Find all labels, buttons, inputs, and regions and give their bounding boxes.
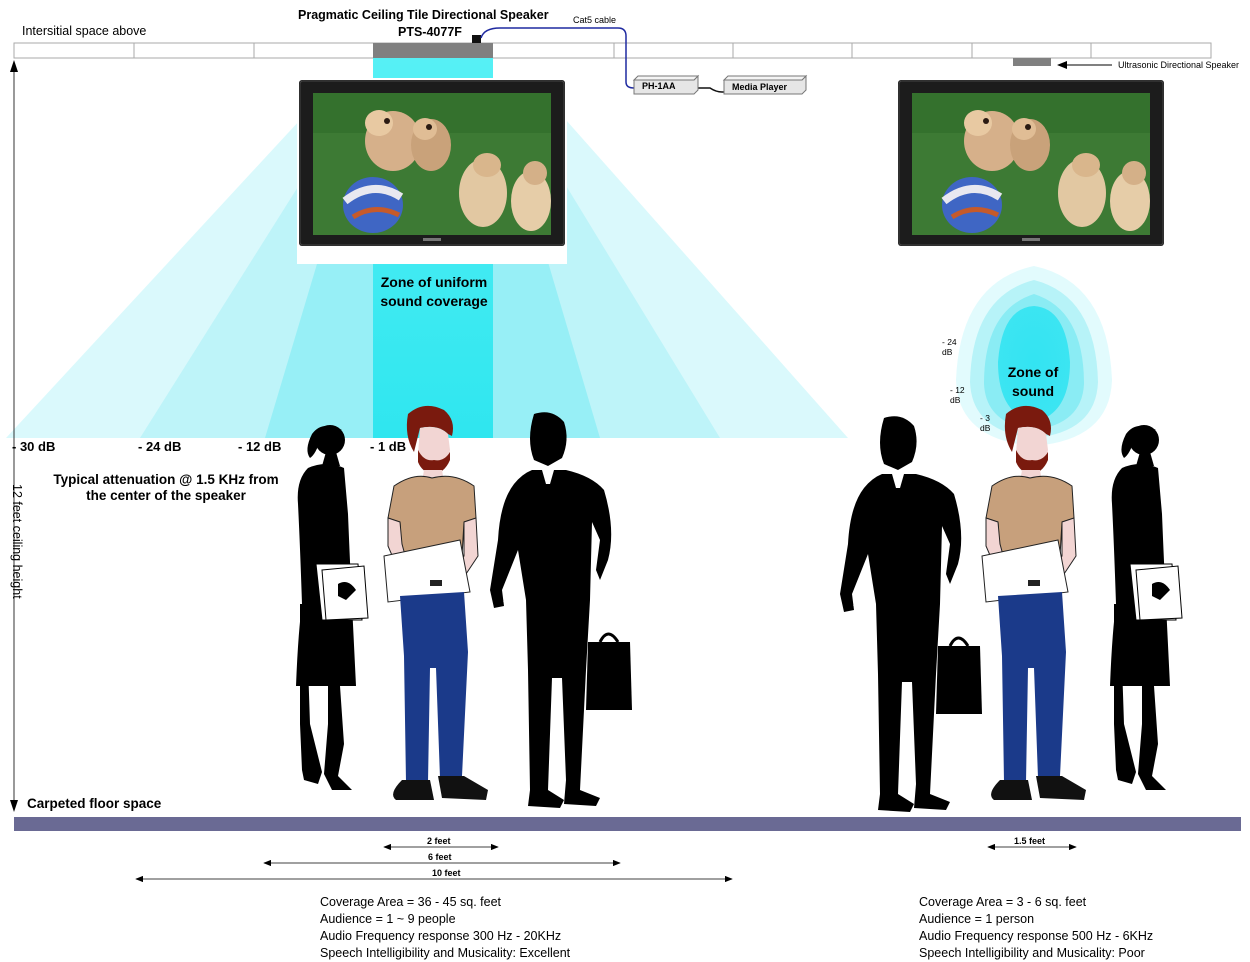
ultrasonic-speaker-label: Ultrasonic Directional Speaker xyxy=(1118,60,1239,70)
attenuation-level: - 24 dB xyxy=(138,440,181,455)
cat5-cable-label: Cat5 cable xyxy=(573,15,616,25)
stat-line: Speech Intelligibility and Musicality: E… xyxy=(320,945,570,962)
arrow-down-icon xyxy=(10,800,18,812)
ultrasonic-speaker xyxy=(1013,58,1051,66)
attenuation-note: Typical attenuation @ 1.5 KHz from the c… xyxy=(46,472,286,503)
casual-man-right xyxy=(982,406,1086,800)
interstitial-label: Intersitial space above xyxy=(22,24,146,38)
stat-line: Audience = 1 ~ 9 people xyxy=(320,911,570,928)
businessman-silhouette-left xyxy=(490,412,632,808)
ph-1aa-label: PH-1AA xyxy=(642,81,676,91)
speaker-connector xyxy=(472,35,481,43)
speaker-model: PTS-4077F xyxy=(398,25,462,39)
floor-label: Carpeted floor space xyxy=(27,796,161,812)
ceiling-tiles xyxy=(14,43,1211,58)
stat-line: Speech Intelligibility and Musicality: P… xyxy=(919,945,1153,962)
attenuation-level: - 12 dB xyxy=(238,440,281,455)
dimension-label: 10 feet xyxy=(432,868,461,878)
woman-silhouette-right xyxy=(1110,425,1182,790)
dimension-label: 1.5 feet xyxy=(1014,836,1045,846)
stat-line: Audience = 1 person xyxy=(919,911,1153,928)
businessman-silhouette-right xyxy=(840,416,982,812)
ring-level: - 3 dB xyxy=(980,414,1002,434)
right-display-tv xyxy=(898,80,1164,246)
left-display-tv xyxy=(299,80,565,246)
ring-level: - 24 dB xyxy=(942,338,964,358)
carpeted-floor xyxy=(14,817,1241,831)
woman-silhouette-left xyxy=(296,425,368,790)
stat-line: Coverage Area = 3 - 6 sq. feet xyxy=(919,894,1153,911)
stat-line: Audio Frequency response 300 Hz - 20KHz xyxy=(320,928,570,945)
speaker-title: Pragmatic Ceiling Tile Directional Speak… xyxy=(298,8,549,22)
right-stats: Coverage Area = 3 - 6 sq. feet Audience … xyxy=(919,894,1153,962)
dimension-label: 6 feet xyxy=(428,852,452,862)
ceiling-tile-speaker xyxy=(373,43,493,58)
attenuation-level: - 30 dB xyxy=(12,440,55,455)
casual-man-left xyxy=(384,406,488,800)
sound-zone-label: Zone of sound xyxy=(992,363,1074,401)
arrow-up-icon xyxy=(10,60,18,72)
media-player-label: Media Player xyxy=(732,82,787,92)
uniform-zone-label: Zone of uniform sound coverage xyxy=(374,273,494,311)
dimension-label: 2 feet xyxy=(427,836,451,846)
left-stats: Coverage Area = 36 - 45 sq. feet Audienc… xyxy=(320,894,570,962)
attenuation-level: - 1 dB xyxy=(370,440,406,455)
stat-line: Coverage Area = 36 - 45 sq. feet xyxy=(320,894,570,911)
stat-line: Audio Frequency response 500 Hz - 6KHz xyxy=(919,928,1153,945)
ceiling-height-label: 12 feet ceiling height xyxy=(10,484,24,599)
ring-level: - 12 dB xyxy=(950,386,972,406)
